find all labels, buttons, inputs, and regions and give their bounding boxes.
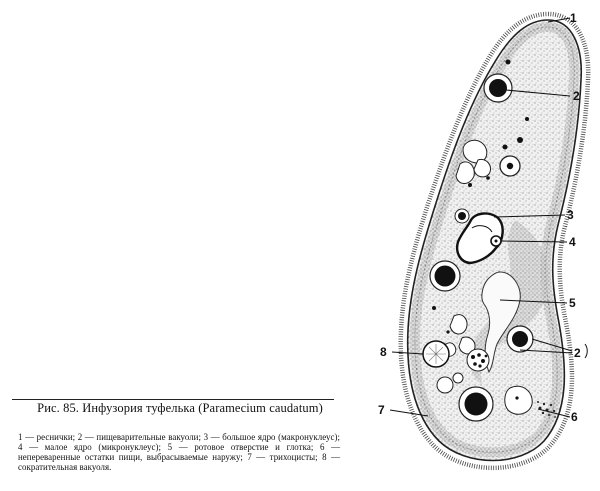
callout-1: 1 bbox=[570, 11, 577, 25]
vacuoles-bottom-left bbox=[436, 372, 464, 394]
expelled-waste bbox=[537, 401, 556, 418]
legend-text: 1 — реснички; 2 — пищеварительные вакуол… bbox=[18, 432, 340, 472]
callout-5: 5 bbox=[569, 296, 576, 310]
figure-legend: 1 — реснички; 2 — пищеварительные вакуол… bbox=[18, 432, 340, 472]
callout-4: 4 bbox=[569, 235, 576, 249]
callout-3: 3 bbox=[567, 208, 574, 222]
contractile-vacuole bbox=[422, 340, 450, 368]
digestive-vacuole-mid bbox=[499, 155, 521, 177]
micronucleus bbox=[490, 235, 502, 247]
food-cluster bbox=[466, 348, 490, 372]
caption-rule bbox=[12, 399, 334, 400]
callout-6: 6 bbox=[571, 410, 578, 424]
callout-2-bottom: 2 bbox=[574, 346, 581, 360]
digestive-vacuole-small bbox=[454, 208, 470, 224]
digestive-vacuole-bottom bbox=[458, 386, 494, 422]
digestive-vacuole-left bbox=[429, 260, 461, 292]
waste-vacuole bbox=[504, 385, 533, 415]
callout-7: 7 bbox=[378, 403, 385, 417]
figure-number: Рис. 85. bbox=[37, 401, 80, 415]
callout-2-top: 2 bbox=[573, 89, 580, 103]
figure-caption-title: Рис. 85. Инфузория туфелька (Paramecium … bbox=[20, 402, 340, 415]
food-granules bbox=[468, 59, 529, 187]
digestive-vacuole-top bbox=[483, 73, 513, 103]
digestive-vacuole-right bbox=[506, 325, 534, 353]
food-particles-upper bbox=[455, 139, 492, 184]
figure-title-text: Инфузория туфелька (Paramecium caudatum) bbox=[82, 401, 323, 415]
leader-lines bbox=[389, 17, 573, 418]
cilia bbox=[398, 11, 591, 471]
callout-8: 8 bbox=[380, 345, 387, 359]
